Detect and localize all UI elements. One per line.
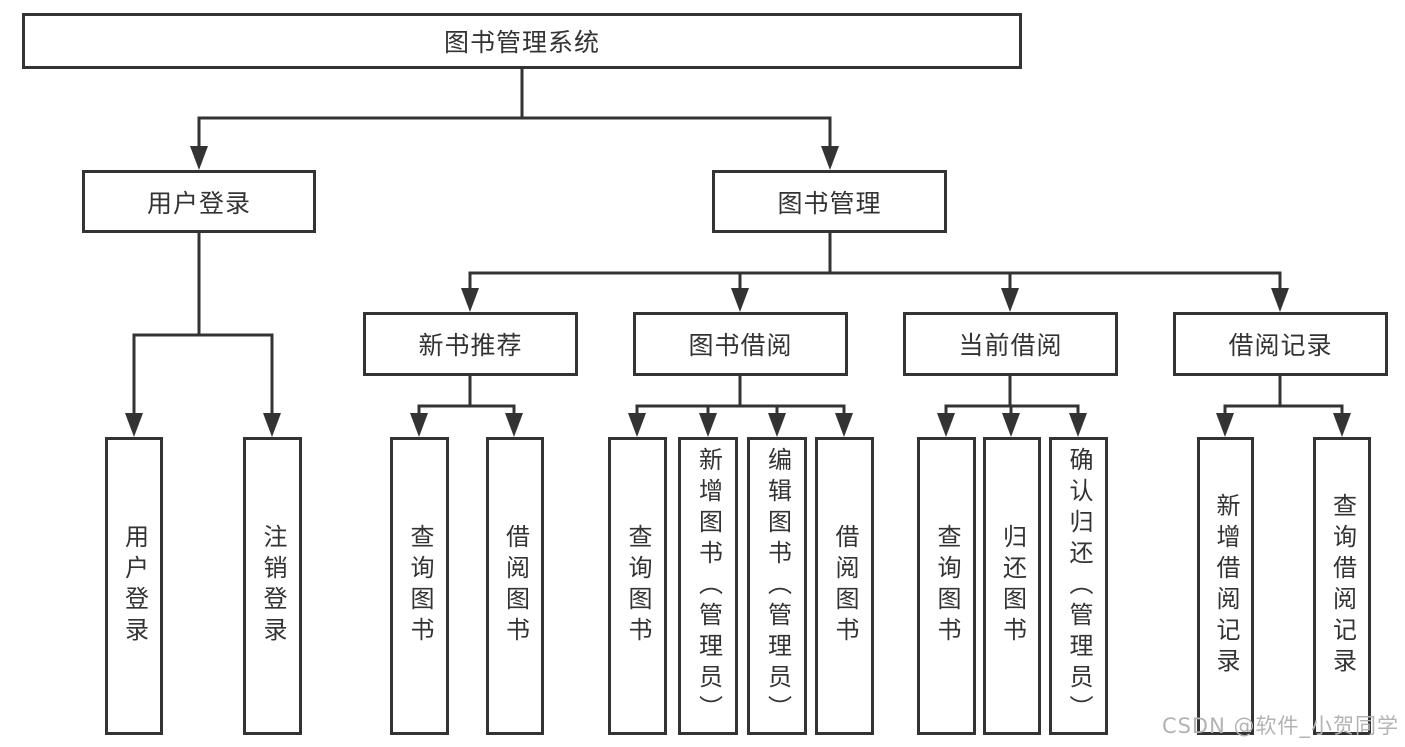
leaf-query-books-2: 查询图书 xyxy=(608,437,667,735)
leaf-add-book-admin: 新增图书（管理员） xyxy=(678,437,738,735)
node-new-book-recommend-label: 新书推荐 xyxy=(418,331,523,360)
leaf-confirm-return-admin-label: 确认归还（管理员） xyxy=(1065,446,1093,726)
leaf-edit-book-admin-label: 编辑图书（管理员） xyxy=(763,446,792,726)
node-current-borrow: 当前借阅 xyxy=(903,312,1118,376)
leaf-query-books-3-label: 查询图书 xyxy=(933,524,961,648)
node-root: 图书管理系统 xyxy=(22,13,1022,69)
node-book-management-label: 图书管理 xyxy=(777,188,882,218)
leaf-user-login-label: 用户登录 xyxy=(120,524,149,648)
leaf-borrow-books-1-label: 借阅图书 xyxy=(501,524,530,648)
node-user-login: 用户登录 xyxy=(82,170,316,233)
node-borrow-records: 借阅记录 xyxy=(1173,312,1388,376)
leaf-borrow-books-1: 借阅图书 xyxy=(486,437,544,735)
node-current-borrow-label: 当前借阅 xyxy=(958,331,1063,360)
leaf-borrow-books-2: 借阅图书 xyxy=(815,437,874,735)
leaf-query-books-3: 查询图书 xyxy=(917,437,976,735)
node-book-management: 图书管理 xyxy=(712,170,947,233)
node-book-borrow-label: 图书借阅 xyxy=(688,331,793,360)
leaf-query-books-1: 查询图书 xyxy=(390,437,449,735)
leaf-return-book: 归还图书 xyxy=(983,437,1041,735)
leaf-query-borrow-record-label: 查询借阅记录 xyxy=(1328,493,1357,679)
leaf-borrow-books-2-label: 借阅图书 xyxy=(831,524,859,648)
leaf-add-book-admin-label: 新增图书（管理员） xyxy=(694,446,723,726)
leaf-user-login: 用户登录 xyxy=(105,437,163,735)
node-root-label: 图书管理系统 xyxy=(443,28,600,57)
leaf-query-borrow-record: 查询借阅记录 xyxy=(1313,437,1371,735)
leaf-add-borrow-record: 新增借阅记录 xyxy=(1197,437,1254,735)
leaf-confirm-return-admin: 确认归还（管理员） xyxy=(1049,437,1108,735)
node-borrow-records-label: 借阅记录 xyxy=(1228,331,1333,360)
csdn-watermark: CSDN @软件_小贺同学 xyxy=(1161,714,1399,738)
leaf-edit-book-admin: 编辑图书（管理员） xyxy=(747,437,807,735)
leaf-query-books-2-label: 查询图书 xyxy=(624,524,652,648)
leaf-add-borrow-record-label: 新增借阅记录 xyxy=(1212,493,1240,679)
node-book-borrow: 图书借阅 xyxy=(633,312,848,376)
leaf-logout: 注销登录 xyxy=(243,437,302,735)
leaf-logout-label: 注销登录 xyxy=(259,524,287,648)
node-new-book-recommend: 新书推荐 xyxy=(363,312,578,376)
leaf-query-books-1-label: 查询图书 xyxy=(406,524,434,648)
leaf-return-book-label: 归还图书 xyxy=(998,524,1027,648)
node-user-login-label: 用户登录 xyxy=(146,188,251,218)
